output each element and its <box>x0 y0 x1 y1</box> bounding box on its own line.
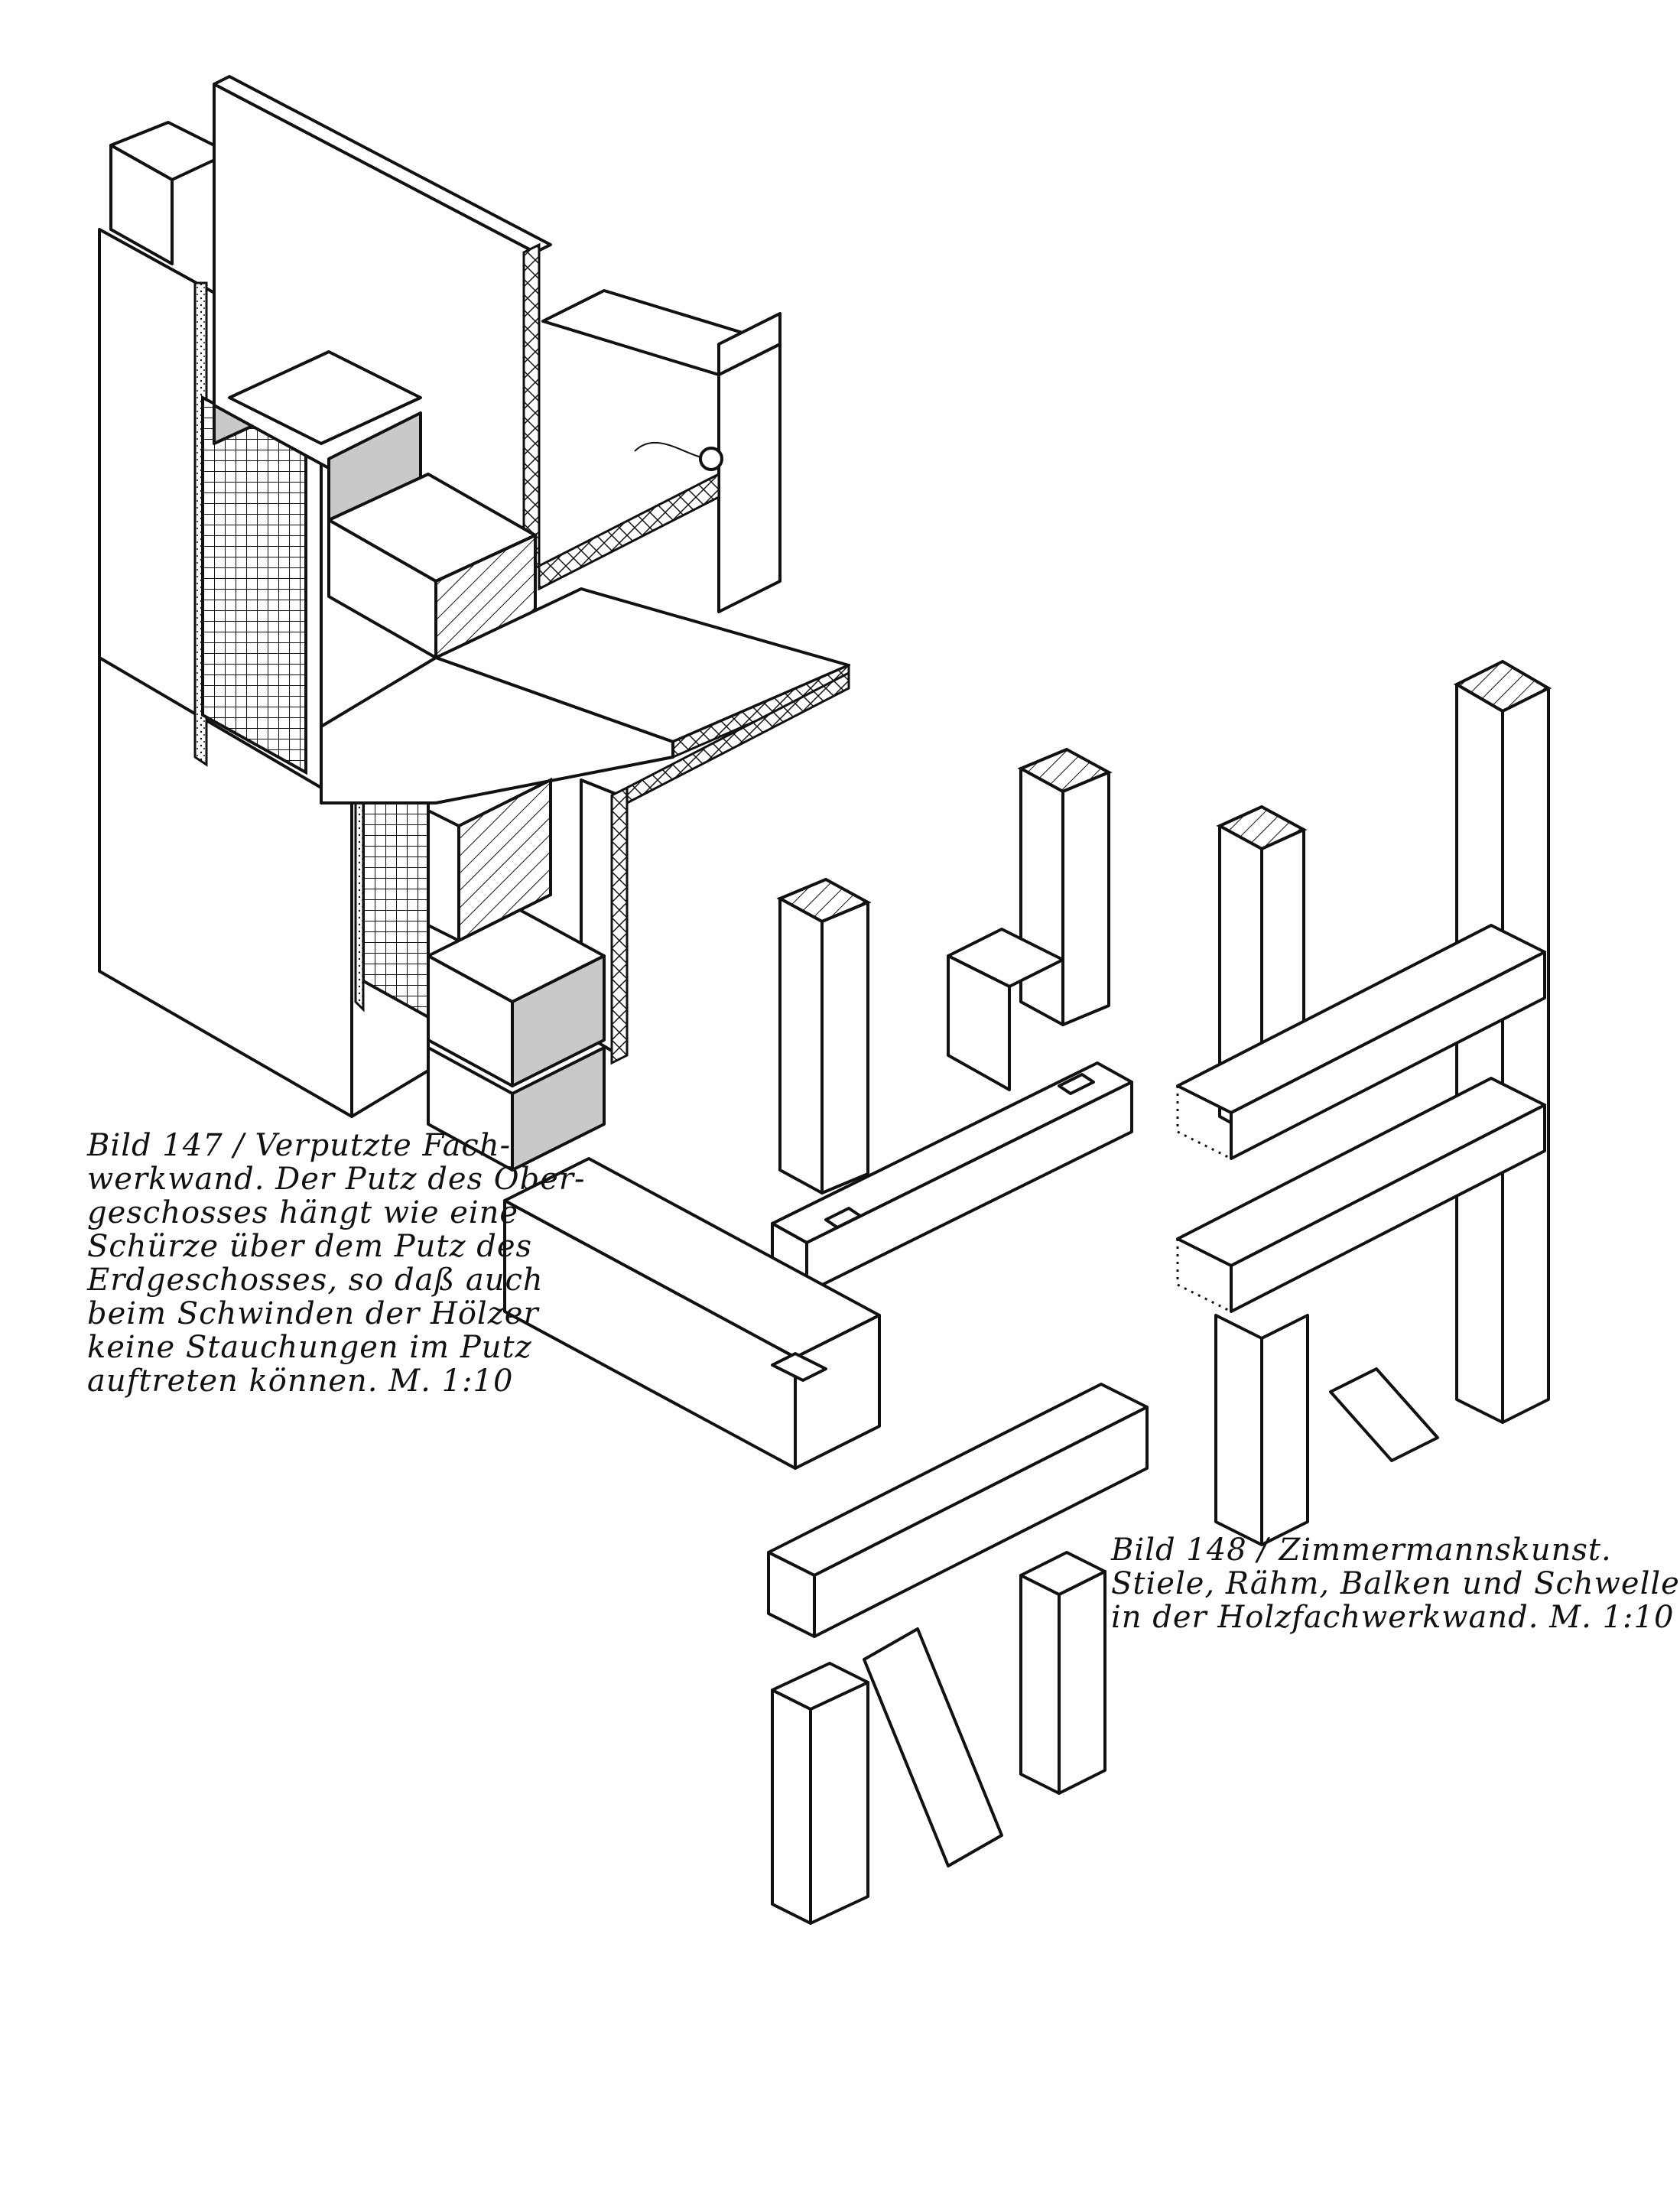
mortise-1 <box>824 1207 862 1229</box>
lower-lining-return <box>626 671 850 805</box>
post-d-side <box>1501 687 1550 1424</box>
lower-lining-insulation <box>610 785 629 1065</box>
lower-post-1-side <box>809 1681 869 1925</box>
lining-insulation-edge <box>522 242 541 576</box>
caption-line: auftreten können. M. 1:10 <box>87 1364 514 1399</box>
lower-post-1-front <box>771 1689 812 1925</box>
post-d-front <box>1455 683 1504 1424</box>
brace-strut <box>1329 1367 1439 1462</box>
caption-line: Bild 147 / Verputzte Fach- <box>87 1128 512 1163</box>
frame-post-side <box>1260 1314 1309 1546</box>
board-roll-end <box>699 447 723 471</box>
schwelle-side <box>1230 1104 1546 1313</box>
caption-bild-147: Bild 147 / Verputzte Fach- werkwand. Der… <box>87 1128 586 1399</box>
mortise-2 <box>1058 1073 1095 1095</box>
floor-deck-front <box>320 656 674 804</box>
caption-line: Bild 148 / Zimmermannskunst. <box>1111 1533 1612 1568</box>
lower-post-front <box>427 809 460 942</box>
upper-lath-mesh <box>201 395 307 775</box>
pillar-front <box>109 144 174 265</box>
frame-post-front <box>1214 1314 1263 1546</box>
lower-post-3-top <box>1019 1551 1106 1596</box>
lower-post-1-top <box>771 1662 869 1711</box>
post-a-front <box>778 897 824 1195</box>
caption-line: Schürze über dem Putz des <box>87 1229 533 1264</box>
caption-line: Erdgeschosses, so daß auch <box>87 1263 544 1298</box>
floor-layer-hatched <box>538 472 720 591</box>
caption-line: keine Stauchungen im Putz <box>87 1330 532 1365</box>
post-a-side <box>821 901 869 1195</box>
caption-line: geschosses hängt wie eine <box>87 1195 519 1230</box>
upper-block-top <box>717 312 782 376</box>
rahm-side <box>1230 951 1546 1160</box>
caption-line: beim Schwinden der Hölzer <box>87 1296 539 1331</box>
post-b-front <box>1019 767 1064 1026</box>
back-block-front <box>947 954 1011 1091</box>
lower-brick-front <box>427 954 514 1087</box>
caption-line: werkwand. Der Putz des Ober- <box>87 1162 586 1197</box>
lower-post-3-side <box>1058 1570 1106 1795</box>
lower-post-2 <box>863 1627 1003 1867</box>
caption-line: Stiele, Rähm, Balken und Schwelle <box>1111 1566 1680 1601</box>
caption-bild-148: Bild 148 / Zimmermannskunst. Stiele, Räh… <box>1111 1533 1680 1635</box>
lower-beam-side <box>813 1406 1149 1638</box>
tenon-block-side <box>794 1314 881 1470</box>
bild-147-drawing <box>98 75 850 1172</box>
lower-post-3-front <box>1019 1574 1061 1795</box>
upper-block-right <box>717 343 782 613</box>
rahm-dashed-end <box>1176 1084 1233 1161</box>
post-b-side <box>1061 771 1110 1026</box>
caption-line: in der Holzfachwerkwand. M. 1:10 <box>1111 1600 1675 1635</box>
schwelle-dashed-end <box>1176 1237 1233 1314</box>
lower-brick-front-2 <box>427 1046 514 1172</box>
brick-row-top <box>228 350 422 445</box>
lining-top-edge <box>213 75 552 254</box>
bild-148-drawing <box>503 659 1552 1925</box>
tenon-notch <box>771 1352 827 1382</box>
